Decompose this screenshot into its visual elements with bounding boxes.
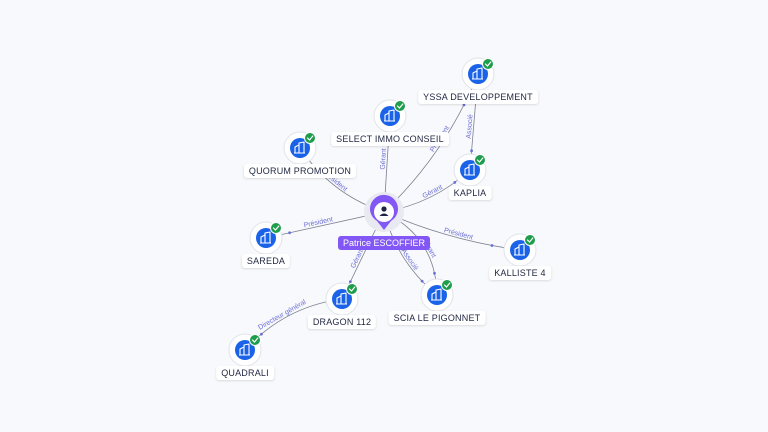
check-mark	[443, 282, 451, 288]
user-icon	[381, 206, 387, 212]
check-mark	[251, 337, 259, 343]
edge-arrow	[462, 103, 466, 107]
company-label-dragon[interactable]: DRAGON 112	[307, 315, 377, 329]
check-badge-icon	[394, 100, 406, 112]
building-glyph	[260, 231, 271, 244]
company-label-kaplia[interactable]: KAPLIA	[448, 186, 492, 200]
company-node-dragon[interactable]	[325, 282, 359, 316]
edge-arrow	[260, 332, 263, 336]
building-glyph	[336, 292, 347, 305]
user-icon-body	[379, 213, 389, 216]
person-node[interactable]	[364, 192, 404, 232]
edge-label: Associé	[466, 114, 475, 139]
company-label-sareda[interactable]: SAREDA	[241, 254, 291, 268]
company-label-kalliste[interactable]: KALLISTE 4	[489, 266, 551, 280]
company-node-quorum[interactable]	[283, 131, 317, 165]
nodes-layer	[228, 57, 537, 367]
check-mark	[306, 135, 314, 141]
company-label-yssa[interactable]: YSSA DEVELOPPEMENT	[418, 90, 538, 104]
edge-arrow	[453, 181, 457, 184]
edge-label: Directeur général	[257, 299, 307, 332]
check-badge-icon	[270, 222, 282, 234]
company-node-kalliste[interactable]	[503, 233, 537, 267]
edge-label: Président	[443, 227, 473, 241]
edge-label: Gérant	[380, 148, 388, 170]
edge-arrow	[433, 271, 436, 275]
company-label-quadrali[interactable]: QUADRALI	[216, 366, 274, 380]
check-mark	[526, 237, 534, 243]
company-node-kaplia[interactable]	[453, 153, 487, 187]
building-glyph	[239, 343, 250, 356]
company-node-sareda[interactable]	[249, 221, 283, 255]
company-label-select[interactable]: SELECT IMMO CONSEIL	[331, 132, 449, 146]
building-glyph	[294, 141, 305, 154]
check-badge-icon	[524, 234, 536, 246]
check-mark	[272, 225, 280, 231]
company-label-quorum[interactable]: QUORUM PROMOTION	[243, 164, 357, 178]
edge-arrow	[470, 149, 473, 153]
edge-arrow	[349, 280, 352, 283]
company-node-quadrali[interactable]	[228, 333, 262, 367]
building-glyph	[384, 109, 395, 122]
company-label-scia[interactable]: SCIA LE PIGONNET	[388, 311, 486, 325]
edge-arrow	[420, 279, 424, 283]
check-mark	[396, 103, 404, 109]
building-glyph	[464, 163, 475, 176]
check-mark	[484, 61, 492, 67]
edge-arrow	[288, 231, 291, 235]
edge-label: Président	[303, 216, 333, 229]
building-glyph	[431, 288, 442, 301]
check-badge-icon	[346, 283, 358, 295]
building-glyph	[472, 67, 483, 80]
edge-arrow	[490, 244, 494, 247]
company-node-select[interactable]	[373, 99, 407, 133]
edge-label: Gérant	[350, 247, 366, 269]
check-badge-icon	[249, 334, 261, 346]
check-badge-icon	[441, 279, 453, 291]
company-node-scia[interactable]	[420, 278, 454, 312]
edge-label: Associé	[400, 248, 420, 272]
person-pin-inner	[374, 202, 394, 222]
building-glyph	[514, 243, 525, 256]
check-badge-icon	[304, 132, 316, 144]
check-badge-icon	[482, 58, 494, 70]
person-label[interactable]: Patrice ESCOFFIER	[337, 236, 431, 250]
check-mark	[476, 157, 484, 163]
check-badge-icon	[474, 154, 486, 166]
check-mark	[348, 286, 356, 292]
company-node-yssa[interactable]	[461, 57, 495, 91]
